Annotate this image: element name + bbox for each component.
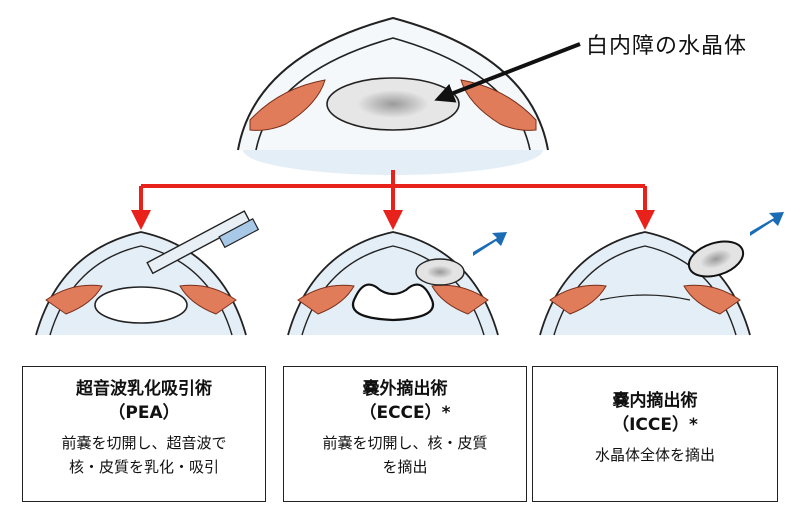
method-box-ecce: 嚢外摘出術 （ECCE）* 前嚢を切開し、核・皮質 を摘出 (283, 366, 527, 502)
eye-ecce-illustration (287, 231, 507, 336)
desc-line: 水晶体全体を摘出 (594, 446, 715, 464)
method-box-icce: 嚢内摘出術 （ICCE）* 水晶体全体を摘出 (532, 366, 778, 502)
branch-arrows (131, 170, 655, 230)
desc-line: 前嚢を切開し、核・皮質 (322, 434, 488, 452)
method-title-pea: 超音波乳化吸引術 (76, 379, 212, 399)
method-desc-ecce: 前嚢を切開し、核・皮質 を摘出 (284, 431, 526, 479)
desc-line: 核・皮質を乳化・吸引 (68, 458, 219, 476)
method-title-ecce: 嚢外摘出術 (362, 379, 448, 399)
desc-line: を摘出 (382, 458, 428, 476)
method-desc-pea: 前嚢を切開し、超音波で 核・皮質を乳化・吸引 (23, 431, 265, 479)
method-abbr-icce: （ICCE）* (612, 415, 698, 435)
method-abbr-pea: （PEA） (108, 403, 180, 423)
eye-pea-illustration (35, 210, 260, 336)
eye-icce-illustration (539, 212, 784, 336)
method-title-icce: 嚢内摘出術 (612, 391, 698, 411)
method-desc-icce: 水晶体全体を摘出 (533, 443, 777, 467)
desc-line: 前嚢を切開し、超音波で (61, 434, 227, 452)
eye-cataract-illustration (237, 16, 581, 175)
method-box-pea: 超音波乳化吸引術 （PEA） 前嚢を切開し、超音波で 核・皮質を乳化・吸引 (22, 366, 266, 502)
method-abbr-ecce: （ECCE）* (359, 403, 451, 423)
cataract-lens-label: 白内障の水晶体 (586, 34, 748, 59)
